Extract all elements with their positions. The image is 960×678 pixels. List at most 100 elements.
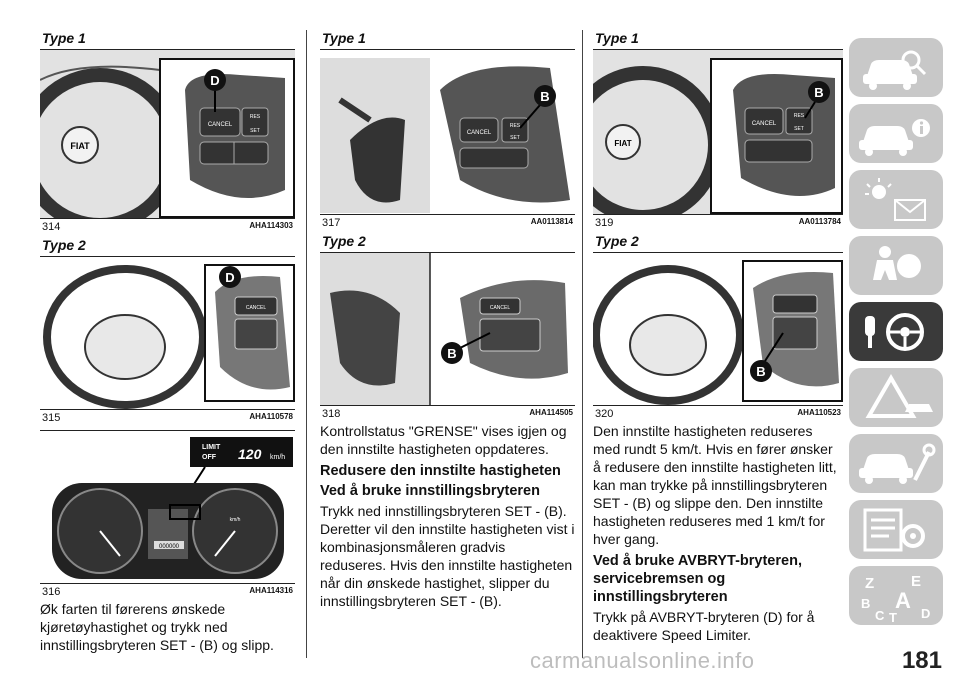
callout-marker	[204, 69, 226, 91]
car-info-icon	[859, 119, 930, 156]
chapter-tile-info[interactable]	[849, 104, 943, 163]
caption-318: 318 AHA114505	[320, 405, 575, 420]
section-heading: Redusere den innstilte hastigheten	[320, 463, 561, 479]
callout-letter: D	[210, 73, 219, 88]
column-1: Type 1 FIAT CANCEL RES SET D 314 AHA1143…	[40, 30, 295, 658]
body-text: Kontrollstatus "GRENSE" vises igjen og d…	[320, 423, 567, 457]
page-number: 181	[901, 647, 942, 674]
figure-319: FIAT CANCEL RES SET B	[593, 49, 843, 214]
fig318-type-label: Type 2	[322, 233, 366, 249]
cancel-button-label: CANCEL	[208, 122, 233, 128]
figure-number: 317	[322, 217, 341, 229]
chapter-tile-warning-lights[interactable]	[849, 170, 943, 229]
column-2: Type 1 CANCEL RES SET B 317 AA0113814 Ty…	[320, 30, 575, 614]
callout-letter: D	[225, 270, 234, 285]
callout-letter: B	[814, 85, 823, 100]
figure-number: 314	[42, 221, 61, 233]
steering-wheel-illustration: FIAT CANCEL RES SET B	[593, 50, 843, 214]
car-wrench-icon	[859, 443, 936, 484]
cancel-button-label: CANCEL	[467, 130, 492, 136]
body-text: Øk farten til førerens ønskede kjøretøyh…	[40, 601, 274, 653]
steering-wheel-illustration: B	[593, 253, 843, 405]
body-text: Den innstilte hastigheten reduseres med …	[593, 423, 837, 547]
callout-letter: B	[756, 364, 765, 379]
cancel-button-label: CANCEL	[752, 121, 777, 127]
figure-code: AA0113814	[530, 217, 573, 226]
chapter-tile-technical-data[interactable]	[849, 500, 943, 559]
set-button-label: SET	[510, 135, 520, 141]
chapter-sidebar: Z E B A C T D	[849, 38, 943, 632]
section-subheading: Ved å bruke innstillingsbryteren	[320, 483, 540, 499]
fig317-type-label: Type 1	[322, 30, 366, 46]
index-letter: Z	[865, 575, 874, 592]
key-steering-wheel-icon	[865, 313, 924, 351]
res-button-label: RES	[250, 114, 261, 120]
set-button-label: SET	[250, 128, 260, 134]
alphabet-index-icon: Z E B A C T D	[861, 573, 930, 625]
figure-314: FIAT CANCEL RES SET D	[40, 49, 295, 218]
caption-314: 314 AHA114303	[40, 218, 295, 233]
section-heading: Ved å bruke AVBRYT-bryteren, servicebrem…	[593, 553, 802, 605]
chapter-tile-safety[interactable]	[849, 236, 943, 295]
fiat-logo: FIAT	[614, 139, 631, 148]
fig320-type-label: Type 2	[595, 233, 639, 249]
caption-315: 315 AHA110578	[40, 409, 295, 424]
figure-code: AA0113784	[798, 217, 841, 226]
speed-value: 120	[238, 446, 262, 462]
figure-number: 319	[595, 217, 614, 229]
column-divider	[582, 30, 583, 658]
figure-317: CANCEL RES SET B	[320, 49, 575, 214]
index-letter: T	[889, 610, 897, 625]
steering-wheel-illustration: FIAT CANCEL RES SET D	[40, 50, 295, 218]
caption-316: 316 AHA114316	[40, 583, 295, 598]
figure-number: 320	[595, 408, 614, 420]
figure-318: CANCEL B	[320, 252, 575, 405]
airbag-person-icon	[873, 246, 921, 280]
chapter-tile-dashboard[interactable]	[849, 38, 943, 97]
chapter-tile-maintenance[interactable]	[849, 434, 943, 493]
figure-320: B	[593, 252, 843, 405]
limit-label: LIMIT	[202, 444, 221, 451]
odometer: 000000	[159, 544, 180, 550]
index-letter: E	[911, 573, 921, 590]
figure-code: AHA114316	[249, 586, 293, 595]
figure-316: LIMIT OFF 120 km/h km/h 000000	[40, 430, 295, 583]
figure-code: AHA114303	[249, 221, 293, 230]
column-3: Type 1 FIAT CANCEL RES SET B 319 AA01137…	[593, 30, 843, 648]
res-button-label: RES	[794, 113, 805, 119]
fig319-type-label: Type 1	[595, 30, 639, 46]
steering-wheel-illustration: CANCEL D	[40, 257, 295, 409]
chapter-tile-emergency[interactable]	[849, 368, 943, 427]
car-search-icon	[863, 50, 927, 90]
index-letter: B	[861, 596, 870, 611]
callout-marker	[441, 342, 463, 364]
figure-code: AHA110523	[797, 408, 841, 417]
speedo-unit: km/h	[230, 517, 241, 523]
list-gear-icon	[863, 508, 925, 552]
figure-code: AHA114505	[529, 408, 573, 417]
chapter-tile-starting-driving[interactable]	[849, 302, 943, 361]
warning-triangle-car-icon	[865, 374, 933, 418]
speed-unit: km/h	[270, 454, 285, 461]
chapter-tile-index[interactable]: Z E B A C T D	[849, 566, 943, 625]
switch-press-illustration: CANCEL RES SET B	[320, 50, 575, 214]
callout-marker	[808, 81, 830, 103]
index-letter: D	[921, 606, 930, 621]
figure-number: 315	[42, 412, 61, 424]
fiat-logo: FIAT	[70, 141, 90, 151]
index-letter: A	[895, 588, 911, 613]
callout-marker	[219, 266, 241, 288]
figure-code: AHA110578	[249, 412, 293, 421]
set-button-label: SET	[794, 126, 804, 132]
caption-317: 317 AA0113814	[320, 214, 575, 229]
callout-marker	[534, 85, 556, 107]
cancel-button-label: CANCEL	[246, 305, 267, 311]
watermark: carmanualsonline.info	[530, 648, 755, 673]
body-text: Trykk ned innstillingsbryteren SET - (B)…	[320, 503, 575, 609]
switch-press-illustration: CANCEL B	[320, 253, 575, 405]
caption-319: 319 AA0113784	[593, 214, 843, 229]
figure-315: CANCEL D	[40, 256, 295, 409]
figure-number: 316	[42, 586, 61, 598]
figure-number: 318	[322, 408, 341, 420]
callout-letter: B	[540, 89, 549, 104]
